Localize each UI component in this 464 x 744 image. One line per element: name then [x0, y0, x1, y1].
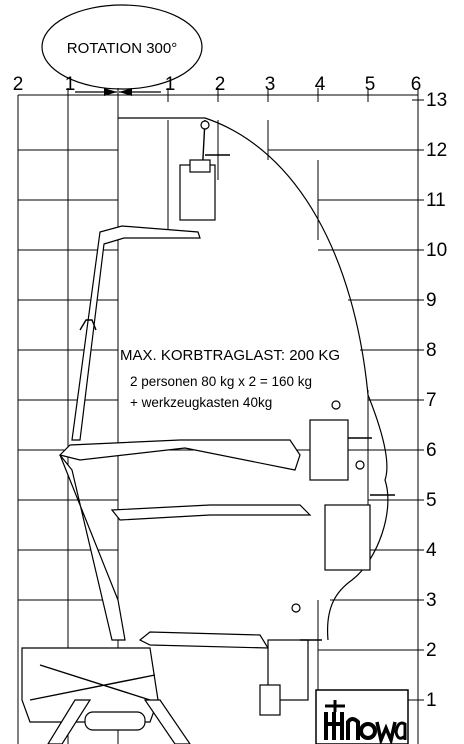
boom-position-low: [138, 603, 322, 716]
x-label-5: 5: [365, 74, 376, 95]
load-line-2: + werkzeugkasten 40kg: [130, 395, 272, 410]
x-label-left-2: 2: [13, 74, 24, 95]
load-line-1: 2 personen 80 kg x 2 = 160 kg: [130, 374, 312, 389]
y-label-4: 4: [426, 540, 437, 561]
y-label-3: 3: [426, 590, 437, 611]
x-label-2: 2: [215, 74, 226, 95]
y-axis-labels: 13 12 11 10 9 8 7 6 5 4 3 2 1: [426, 90, 447, 711]
y-label-7: 7: [426, 390, 437, 411]
load-title: MAX. KORBTRAGLAST: 200 KG: [120, 347, 340, 364]
y-label-2: 2: [426, 640, 437, 661]
machine-base: [21, 647, 191, 744]
x-label-left-1: 1: [65, 74, 76, 95]
y-label-1: 1: [426, 690, 437, 711]
x-label-6: 6: [411, 74, 422, 95]
grid-lines: [18, 99, 424, 744]
y-label-9: 9: [426, 290, 437, 311]
boom-position-max-height: [71, 119, 230, 441]
working-range-envelope: [118, 117, 389, 641]
y-label-8: 8: [426, 340, 437, 361]
boom-position-mid: [58, 400, 395, 641]
x-label-1: 1: [165, 74, 176, 95]
hinowa-logo: [315, 689, 409, 744]
x-axis-labels: 2 1 1 2 3 4 5 6: [13, 74, 422, 95]
y-label-12: 12: [426, 140, 447, 161]
x-label-3: 3: [265, 74, 276, 95]
y-label-6: 6: [426, 440, 437, 461]
rotation-ellipse: [41, 4, 203, 90]
rotation-label: ROTATION 300°: [67, 40, 177, 57]
y-label-11: 11: [426, 190, 446, 211]
x-label-4: 4: [315, 74, 326, 95]
y-label-10: 10: [426, 240, 447, 261]
y-label-5: 5: [426, 490, 437, 511]
y-label-13: 13: [426, 90, 447, 111]
